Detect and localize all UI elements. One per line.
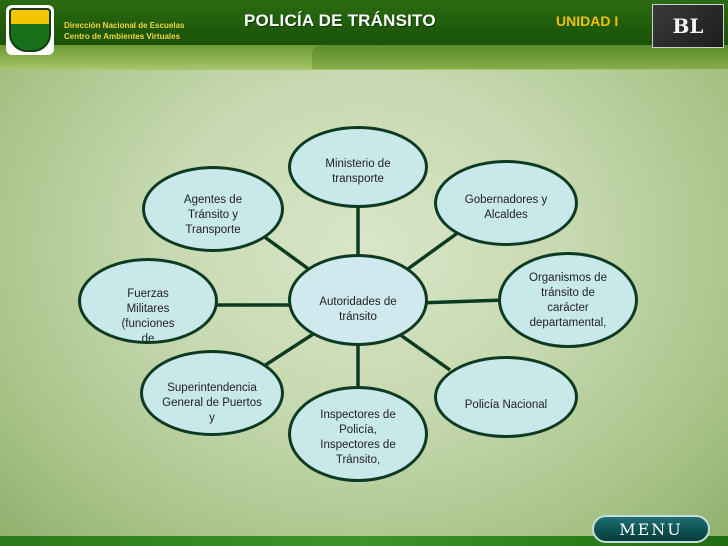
page-title: POLICÍA DE TRÁNSITO [244,11,436,30]
footer-bar [0,536,728,546]
node-fuerzas: Fuerzas Militares (funciones de [78,258,218,344]
unit-label: UNIDAD I [556,13,619,29]
node-center-text: Autoridades de tránsito [319,296,397,323]
bl-logo: BL [652,4,724,48]
node-gobernadores: Gobernadores y Alcaldes [434,160,578,246]
node-fuerzas-text: Fuerzas Militares (funciones de [121,288,175,344]
crest-shield-icon [9,8,51,52]
node-organismos: Organismos de tránsito de carácter depar… [498,252,638,348]
node-gobernadores-text: Gobernadores y Alcaldes [464,194,548,221]
node-policia: Policía Nacional [434,356,578,438]
node-inspectores: Inspectores de Policía, Inspectores de T… [288,386,428,482]
crest-logo [6,5,54,55]
node-agentes: Agentes de Tránsito y Transporte [142,166,284,252]
node-superintendencia: Superintendencia General de Puertos y [140,350,284,436]
bl-logo-text: BL [672,14,704,38]
node-superintendencia-text: Superintendencia General de Puertos y [162,382,262,424]
node-agentes-text: Agentes de Tránsito y Transporte [183,194,243,236]
node-ministerio-text: Ministerio de transporte [325,158,391,185]
node-inspectores-text: Inspectores de Policía, Inspectores de T… [320,409,396,466]
org-line-2: Centro de Ambientes Virtuales [64,32,181,41]
header-tab [312,45,728,69]
org-line-1: Dirección Nacional de Escuelas [64,21,185,30]
menu-button-label: MENU [619,519,683,539]
node-ministerio: Ministerio de transporte [288,126,428,208]
node-policia-text: Policía Nacional [464,399,548,411]
menu-button[interactable]: MENU [592,515,710,543]
node-center: Autoridades de tránsito [288,254,428,346]
node-organismos-text: Organismos de tránsito de carácter depar… [529,272,607,329]
